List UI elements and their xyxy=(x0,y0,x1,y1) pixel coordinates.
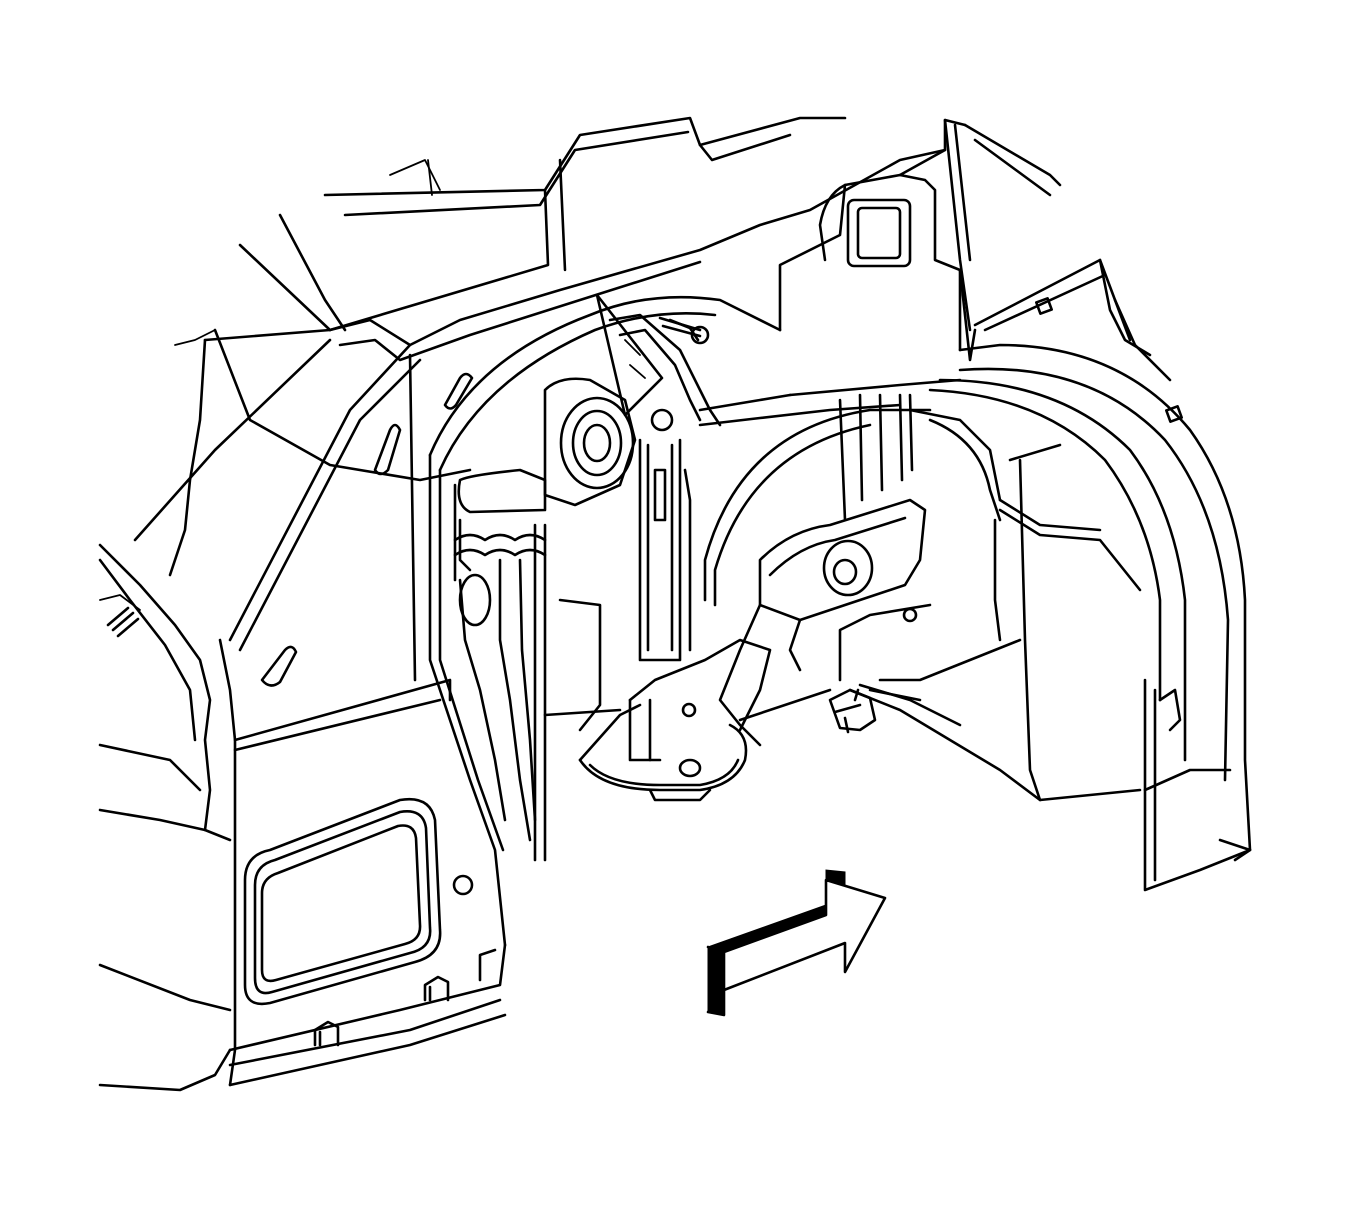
center-support-bracket xyxy=(698,118,977,427)
hook-clips xyxy=(260,372,474,687)
spring-seat-bracket xyxy=(718,498,927,747)
wheelhouse-liner xyxy=(703,393,1142,802)
upper-body-rail xyxy=(174,116,947,362)
trim-clips xyxy=(313,948,497,1047)
shock-absorber xyxy=(543,377,692,662)
wheelhouse-opening xyxy=(428,295,782,947)
callout-pointer xyxy=(595,293,664,417)
wiring-harness xyxy=(453,468,547,842)
floor-connector xyxy=(828,688,877,734)
floor-edge xyxy=(543,688,922,722)
mounting-bracket-upper xyxy=(608,313,722,427)
panel-cutout-lower-left xyxy=(243,797,474,1006)
right-quarter-structure xyxy=(928,118,1252,892)
forward-direction-arrow-icon xyxy=(706,869,887,1017)
lower-mount-bracket xyxy=(578,638,772,802)
left-rear-panel xyxy=(98,328,507,1092)
